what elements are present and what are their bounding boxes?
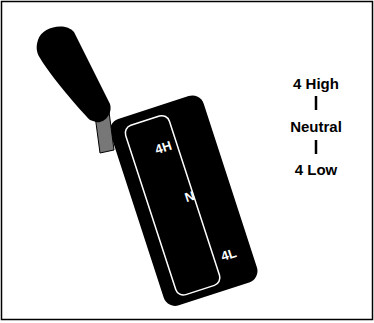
position-name: 4 High: [293, 76, 339, 91]
position-name: 4 Low: [295, 162, 338, 177]
shift-gate-plate: [107, 92, 261, 309]
shift-lever: [37, 26, 114, 153]
position-name: Neutral: [290, 119, 342, 134]
frame-border: [2, 2, 373, 320]
gate-position-label: 4H: [153, 138, 173, 156]
